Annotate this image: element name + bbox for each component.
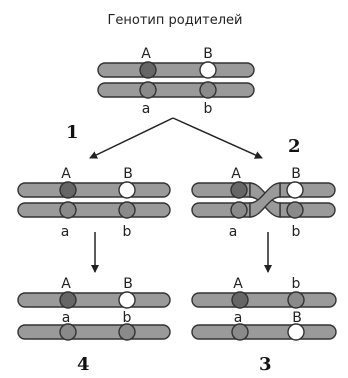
allele-dominant-b-locus [286,181,304,199]
step-number-1: 1 [66,122,79,143]
allele-label-b: b [123,310,132,326]
result-recombinant: A b a B [191,276,337,341]
chromosome-bottom [17,202,171,218]
allele-label-A: A [233,276,243,292]
allele-dominant-b-locus [287,323,305,341]
allele-dominant-a-locus [230,181,248,199]
allele-recessive-a-locus [59,201,77,219]
allele-label-a: a [234,310,243,326]
diagram-title: Генотип родителей [107,13,242,28]
allele-recessive-b-locus [199,81,217,99]
allele-recessive-a-locus [231,323,249,341]
allele-label-b: b [204,101,213,117]
allele-dominant-b-locus [118,181,136,199]
chromosome-top [17,292,171,308]
allele-recessive-b-locus [287,291,305,309]
allele-label-A: A [141,46,151,62]
arrow-to-crossover [172,117,263,159]
allele-dominant-a-locus [59,181,77,199]
allele-dominant-a-locus [59,291,77,309]
allele-label-B: B [292,310,302,326]
allele-recessive-a-locus [139,81,157,99]
allele-label-b: b [292,224,301,240]
allele-recessive-a-locus [230,201,248,219]
arrow-to-no-crossover [89,117,174,159]
chromosome-top [191,292,337,308]
allele-dominant-a-locus [231,291,249,309]
chromosome-top [17,182,171,198]
chromosome-bottom [97,82,255,98]
allele-label-A: A [231,166,241,182]
allele-recessive-b-locus [286,201,304,219]
step-number-4: 4 [77,354,90,375]
allele-dominant-a-locus [139,61,157,79]
result-parental: A B a b [17,276,171,341]
allele-dominant-b-locus [118,291,136,309]
step-number-3: 3 [259,354,272,375]
allele-label-a: a [61,224,70,240]
allele-recessive-a-locus [59,323,77,341]
parent-genotype: A B a b [97,46,255,117]
allele-label-a: a [142,101,151,117]
crossover-band-up [249,182,281,218]
chromosome-bottom [191,324,337,340]
allele-label-a: a [62,310,71,326]
step-number-2: 2 [288,136,301,157]
chromosome-bottom [17,324,171,340]
allele-label-b: b [123,224,132,240]
allele-label-A: A [61,166,71,182]
branch-no-crossover: A B a b [17,166,171,240]
allele-dominant-b-locus [199,61,217,79]
allele-label-B: B [123,276,133,292]
allele-label-B: B [203,46,213,62]
allele-label-B: B [123,166,133,182]
allele-label-B: B [291,166,301,182]
allele-label-a: a [229,224,238,240]
allele-label-A: A [61,276,71,292]
branch-crossover: A B a b [191,166,336,240]
allele-label-b: b [292,276,301,292]
allele-recessive-b-locus [118,201,136,219]
chromosome-top [97,62,255,78]
allele-recessive-b-locus [118,323,136,341]
